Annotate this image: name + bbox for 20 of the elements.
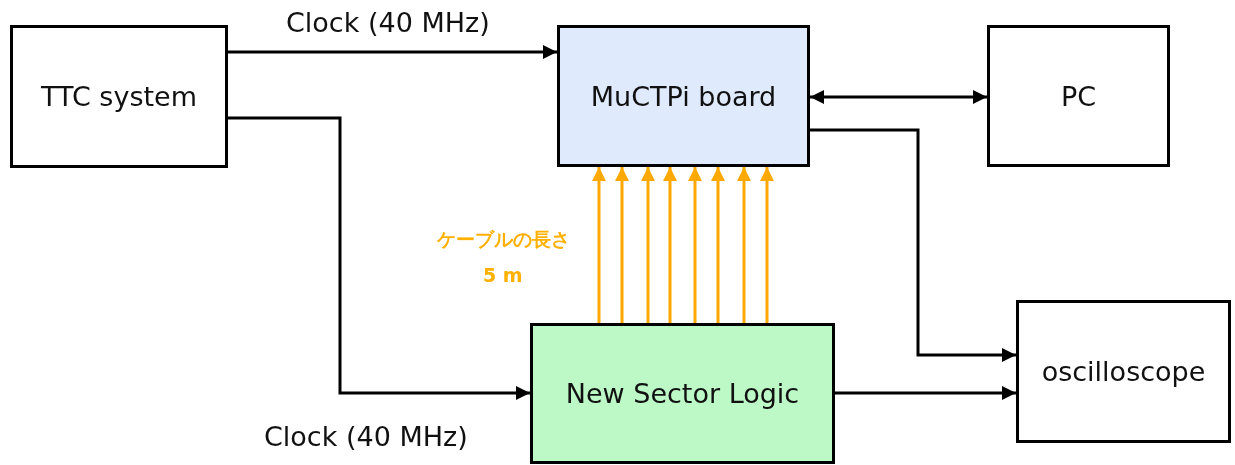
oscilloscope-box: oscilloscope <box>1016 300 1231 443</box>
arrow <box>810 128 1016 362</box>
arrow <box>663 167 677 323</box>
board-box: MuCTPi board <box>557 25 810 167</box>
arrow <box>615 167 629 323</box>
arrow <box>688 167 702 323</box>
arrow <box>228 45 557 59</box>
arrow <box>810 90 987 104</box>
arrow <box>228 116 530 400</box>
annotation-text: 5 m <box>483 264 523 286</box>
arrow <box>592 167 606 323</box>
arrow <box>760 167 774 323</box>
arrow <box>835 386 1016 400</box>
annotation-text: ケーブルの長さ <box>436 227 570 252</box>
system-box: TTC system <box>10 25 228 168</box>
arrow <box>641 167 655 323</box>
logic-box: New Sector Logic <box>530 323 835 464</box>
arrow <box>711 167 725 323</box>
arrow <box>737 167 751 323</box>
pc-box: PC <box>987 25 1170 167</box>
